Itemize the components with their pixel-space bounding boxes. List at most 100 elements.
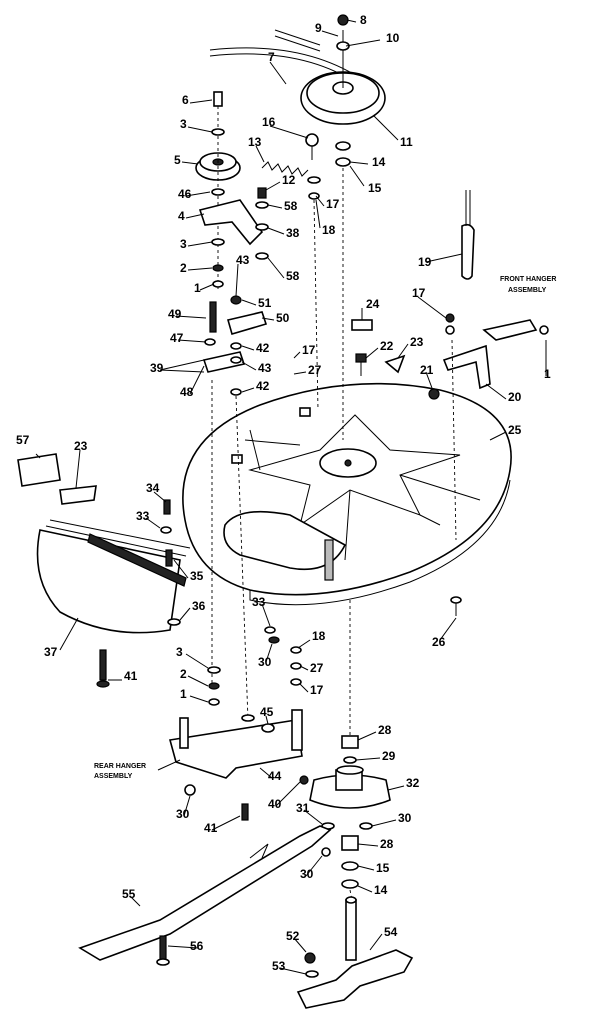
mower-blade [78, 825, 332, 966]
part-number-callout: 32 [406, 776, 420, 790]
part-number-callout: 6 [182, 93, 189, 107]
part-number-callout: 30 [258, 655, 272, 669]
part-number-callout: 27 [310, 661, 324, 675]
part-number-callout: 21 [420, 363, 434, 377]
part-number-callout: 17 [412, 286, 426, 300]
part-number-callout: 56 [190, 939, 204, 953]
part-number-callout: 26 [432, 635, 446, 649]
part-number-callout: 5 [174, 153, 181, 167]
part-number-callout: 27 [308, 363, 322, 377]
part-number-callout: 57 [16, 433, 30, 447]
part-number-callout: 15 [376, 861, 390, 875]
part-number-callout: 22 [380, 339, 394, 353]
assembly-label: FRONT HANGER [500, 276, 556, 283]
chute-fasteners [96, 499, 181, 688]
part-number-callout: 58 [286, 269, 300, 283]
part-number-callout: 43 [236, 253, 250, 267]
warning-plate [17, 453, 61, 487]
front-hanger [428, 190, 549, 541]
part-number-callout: 19 [418, 255, 432, 269]
assembly-label: ASSEMBLY [94, 773, 133, 780]
deck-bolt [450, 596, 462, 616]
part-number-callout: 30 [398, 811, 412, 825]
idler-pulley [195, 91, 241, 290]
part-number-callout: 37 [44, 645, 58, 659]
part-number-callout: 36 [192, 599, 206, 613]
part-number-callout: 30 [176, 807, 190, 821]
part-number-callout: 17 [326, 197, 340, 211]
tension-spring [261, 133, 319, 177]
part-number-callout: 20 [508, 390, 522, 404]
blade-adapter [296, 896, 414, 1009]
part-number-callout: 18 [312, 629, 326, 643]
part-number-callout: 11 [400, 135, 413, 149]
part-number-callout: 3 [176, 645, 183, 659]
part-number-callout: 23 [410, 335, 424, 349]
part-number-callout: 41 [204, 821, 218, 835]
part-number-callout: 41 [124, 669, 138, 683]
part-number-callout: 12 [282, 173, 296, 187]
deflector-bracket [384, 354, 406, 374]
part-number-callout: 47 [170, 331, 184, 345]
part-number-callout: 8 [360, 13, 367, 27]
hardware-stack-center [255, 141, 351, 440]
part-number-callout: 38 [286, 226, 300, 240]
part-number-callout: 10 [386, 31, 400, 45]
part-number-callout: 1 [194, 281, 201, 295]
part-number-callout: 45 [260, 705, 274, 719]
discharge-chute [36, 519, 191, 634]
part-number-callout: 23 [74, 439, 88, 453]
part-number-callout: 29 [382, 749, 396, 763]
part-number-callout: 42 [256, 341, 270, 355]
part-number-callout: 24 [366, 297, 380, 311]
assembly-label: REAR HANGER [94, 763, 146, 770]
part-number-callout: 42 [256, 379, 270, 393]
mower-deck [182, 382, 512, 606]
part-number-callout: 44 [268, 769, 282, 783]
assembly-label: ASSEMBLY [508, 287, 547, 294]
part-number-callout: 31 [296, 801, 310, 815]
part-number-callout: 18 [322, 223, 336, 237]
part-number-callout: 55 [122, 887, 136, 901]
chute-bracket [59, 485, 97, 505]
part-number-callout: 4 [178, 209, 185, 223]
part-number-callout: 3 [180, 237, 187, 251]
leader-lines [35, 19, 547, 975]
spindle-assembly [299, 600, 391, 901]
pivot-arm-assembly [202, 295, 268, 721]
label-plate [351, 319, 373, 331]
hex-bolt [355, 353, 367, 376]
part-number-callout: 14 [374, 883, 388, 897]
part-number-callout: 13 [248, 135, 262, 149]
part-number-callout: 34 [146, 481, 160, 495]
part-number-callout: 1 [180, 687, 187, 701]
part-number-callout: 50 [276, 311, 290, 325]
part-number-callout: 43 [258, 361, 272, 375]
part-number-callout: 25 [508, 423, 522, 437]
part-number-callout: 40 [268, 797, 282, 811]
part-number-callout: 33 [252, 595, 266, 609]
part-number-callout: 51 [258, 296, 272, 310]
rear-hanger [168, 626, 303, 821]
spindle-pulley [300, 14, 386, 125]
part-number-callout: 28 [378, 723, 392, 737]
part-number-callout: 2 [180, 261, 187, 275]
part-number-callout: 39 [150, 361, 164, 375]
part-number-callout: 46 [178, 187, 192, 201]
part-number-callout: 1 [544, 367, 551, 381]
part-number-callout: 52 [286, 929, 300, 943]
part-number-callout: 14 [372, 155, 386, 169]
part-number-callout: 3 [180, 117, 187, 131]
part-number-callout: 2 [180, 667, 187, 681]
part-number-callout: 7 [268, 50, 275, 64]
part-number-callout: 49 [168, 307, 182, 321]
part-number-callout: 28 [380, 837, 394, 851]
idler-bracket [198, 199, 264, 246]
part-number-callout: 48 [180, 385, 194, 399]
part-number-callout: 53 [272, 959, 286, 973]
part-number-callout: 58 [284, 199, 298, 213]
part-number-callout: 54 [384, 925, 398, 939]
